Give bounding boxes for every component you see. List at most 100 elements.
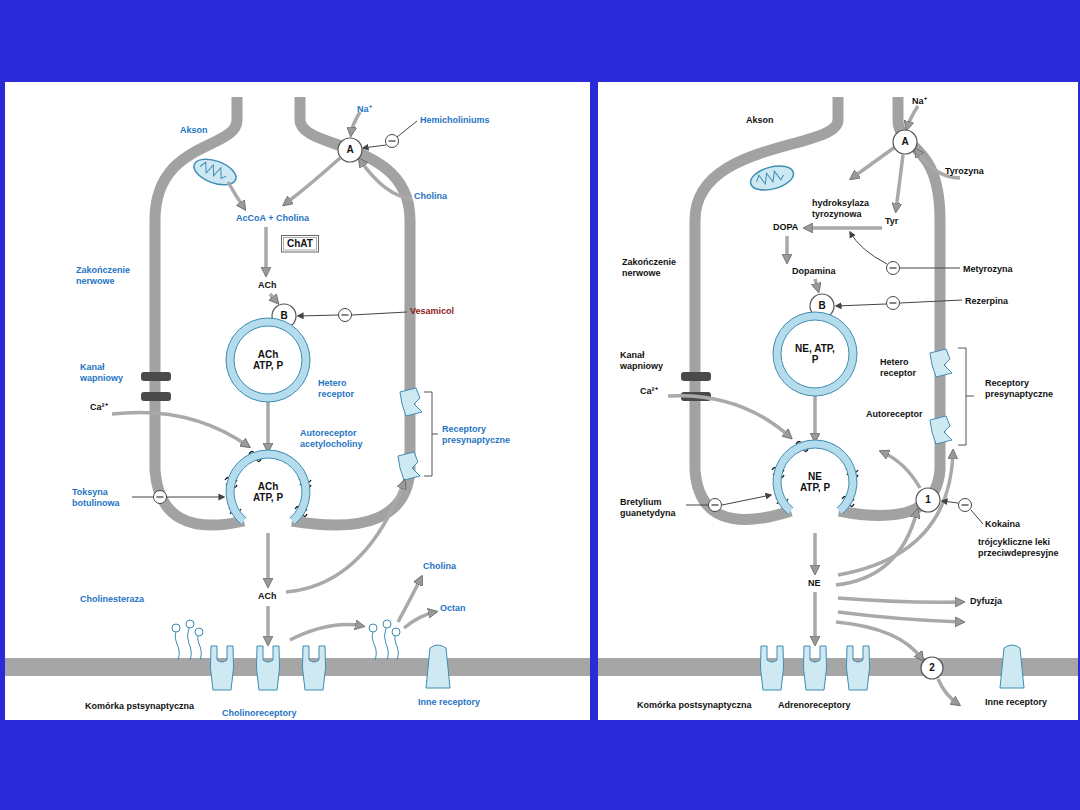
neuron-membrane [292, 97, 410, 525]
inhibitor-line [971, 510, 983, 524]
inhibitor-line [900, 268, 960, 269]
inhibitor-line [836, 304, 886, 306]
label-text: ACh [258, 591, 277, 602]
label-text: Zakończenie nerwowe [622, 257, 684, 279]
inhibitor-line [942, 501, 958, 503]
flow-arrow [938, 679, 958, 704]
flow-arrow [668, 396, 790, 437]
label-text: ACh [258, 280, 277, 291]
synapse-illustration [386, 135, 399, 148]
label-text: Octan [440, 603, 466, 614]
fusing-vesicle: ACh ATP, P [224, 448, 312, 536]
label-text: Hetero receptor [318, 378, 363, 400]
flow-arrow [228, 182, 244, 208]
synapse-illustration [748, 162, 796, 195]
node-text: A [901, 136, 908, 148]
flow-arrow [838, 612, 962, 622]
synapse-illustration [959, 499, 972, 512]
vesicle: ACh ATP, P [224, 316, 312, 404]
synapse-illustration [930, 349, 952, 377]
flow-arrow [112, 412, 248, 446]
label-text: trójcykliczne leki przeciwdepresyjne [978, 537, 1073, 559]
label-text: Vesamicol [410, 306, 454, 317]
label-text: Adrenoreceptory [778, 700, 851, 711]
synapse-illustration [339, 309, 352, 322]
node-text: ChAT [287, 238, 313, 250]
label-text: Tyrozyna [945, 166, 984, 177]
bracket [958, 348, 974, 445]
synapse-illustration [709, 499, 722, 512]
synapse-illustration [210, 646, 233, 690]
synapse-illustration [369, 620, 400, 660]
postsynaptic-membrane [5, 658, 1078, 676]
flow-arrow [836, 622, 922, 659]
calcium-channel [141, 392, 171, 401]
flow-arrow [266, 402, 270, 450]
label-text: NE [808, 578, 821, 589]
label-text: Dyfuzja [970, 596, 1002, 607]
enzyme-box: ChAT [281, 235, 319, 253]
node-text: B [818, 300, 825, 312]
postsynaptic-membrane [5, 658, 590, 676]
flow-arrow [896, 155, 903, 210]
flow-arrow [907, 106, 918, 128]
flow-arrow [806, 226, 882, 230]
label-text: Inne receptory [985, 697, 1047, 708]
synapse-illustration [930, 416, 952, 444]
label-text: Kanał wapniowy [80, 362, 136, 384]
label-text: Akson [180, 125, 208, 136]
callout-circle: 1 [915, 487, 941, 513]
inhibitor-line [363, 145, 386, 148]
panel [598, 82, 1078, 720]
vesicle: NE, ATP, P [771, 310, 859, 398]
label-text: AcCoA + Cholina [236, 213, 309, 224]
inhibitor-line [722, 495, 771, 505]
fusing-vesicle: NE ATP, P [771, 438, 859, 526]
flow-arrow [785, 236, 789, 261]
flow-arrow [112, 106, 962, 704]
label-text: Metyrozyna [963, 264, 1013, 275]
calcium-channel [141, 372, 171, 381]
label-text: Receptory presynaptyczne [442, 424, 517, 446]
label-text: Ca²⁺ [90, 402, 108, 413]
flow-arrow [290, 625, 362, 640]
label-text: Cholina [423, 561, 456, 572]
label-text: DOPA [773, 222, 798, 233]
label-text: Cholinesteraza [80, 594, 144, 605]
label-text: Cholinoreceptory [222, 708, 297, 719]
flow-arrow [285, 158, 340, 204]
synapse-illustration [400, 388, 422, 416]
flow-arrow [404, 612, 435, 628]
flow-arrow [264, 227, 268, 274]
synapse-illustration [398, 452, 420, 480]
label-text: hydroksylaza tyrozynowa [812, 198, 874, 220]
flow-arrow [836, 511, 917, 585]
inhibitor-line [397, 121, 417, 137]
label-text: Inne receptory [418, 697, 480, 708]
label-text: Toksyna botulinowa [72, 487, 130, 509]
label-text: Ca²⁺ [640, 386, 658, 397]
label-text: Na⁺ [912, 96, 927, 107]
label-text: Na⁺ [357, 104, 372, 115]
callout-circle: 2 [920, 656, 944, 680]
flow-arrow [266, 606, 270, 643]
inhibitor-line [132, 497, 153, 498]
synapse-illustration [256, 646, 279, 690]
label-text: Akson [746, 115, 774, 126]
flow-arrow [398, 578, 421, 622]
label-text: Hetero receptor [880, 357, 922, 379]
label-text: Rezerpina [965, 296, 1008, 307]
synapse-illustration [154, 491, 167, 504]
label-text: Bretylium guanetydyna [620, 497, 684, 519]
label-text: Tyr [885, 216, 898, 227]
neuron-membrane [155, 97, 940, 525]
synapse-illustration [191, 154, 240, 190]
inhibitor-line [352, 312, 407, 315]
transporter-circle: A [892, 129, 918, 155]
label-text: Komórka pstsynaptyczna [85, 701, 194, 712]
neuron-membrane [695, 97, 838, 519]
flow-arrow [360, 160, 412, 199]
flow-arrow [882, 452, 920, 488]
synapse-illustration [803, 646, 826, 690]
